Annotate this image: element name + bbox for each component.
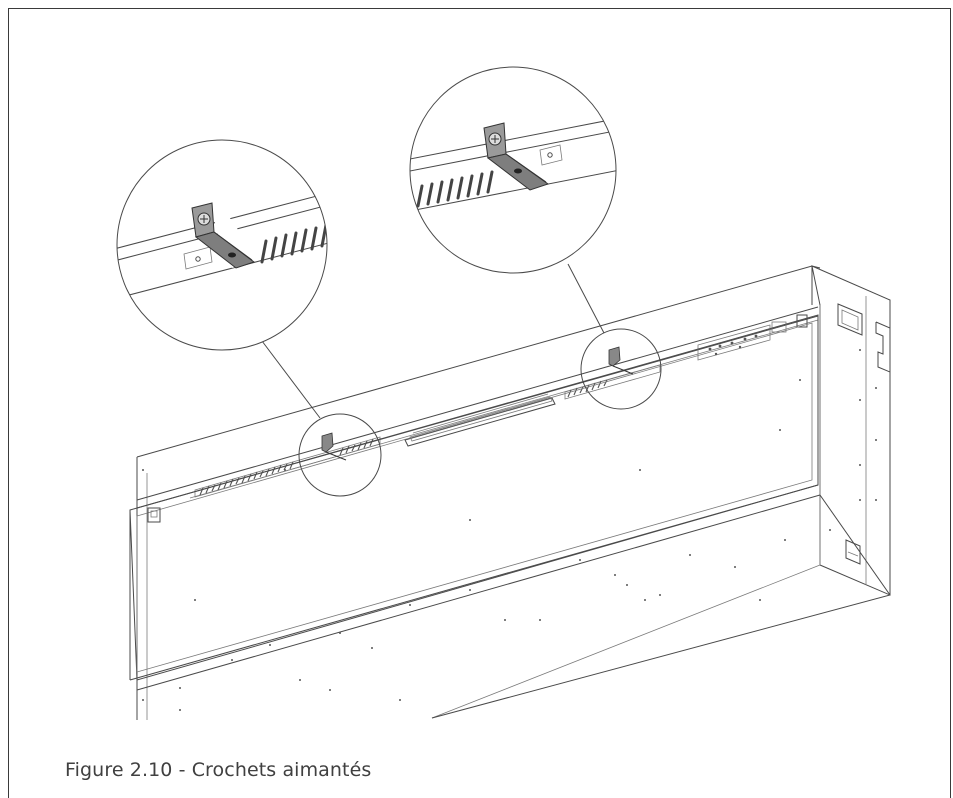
figure-caption: Figure 2.10 - Crochets aimantés bbox=[65, 759, 372, 781]
magnetic-hook-detail-right bbox=[409, 66, 617, 274]
control-panel bbox=[697, 314, 808, 361]
figure-frame bbox=[8, 8, 951, 798]
callout-circle-small-right bbox=[580, 328, 662, 410]
hook-on-unit-right bbox=[608, 346, 634, 375]
vent-louver-right bbox=[564, 364, 661, 400]
callout-circle-small-left bbox=[298, 413, 382, 497]
magnetic-hook-detail-left bbox=[116, 139, 328, 351]
fireplace-unit bbox=[129, 265, 891, 720]
hook-on-unit-left bbox=[321, 432, 347, 461]
leader-line-right bbox=[567, 263, 605, 334]
vent-louver-left bbox=[194, 436, 381, 498]
leader-line-left bbox=[261, 340, 321, 419]
heater-element bbox=[404, 393, 556, 447]
